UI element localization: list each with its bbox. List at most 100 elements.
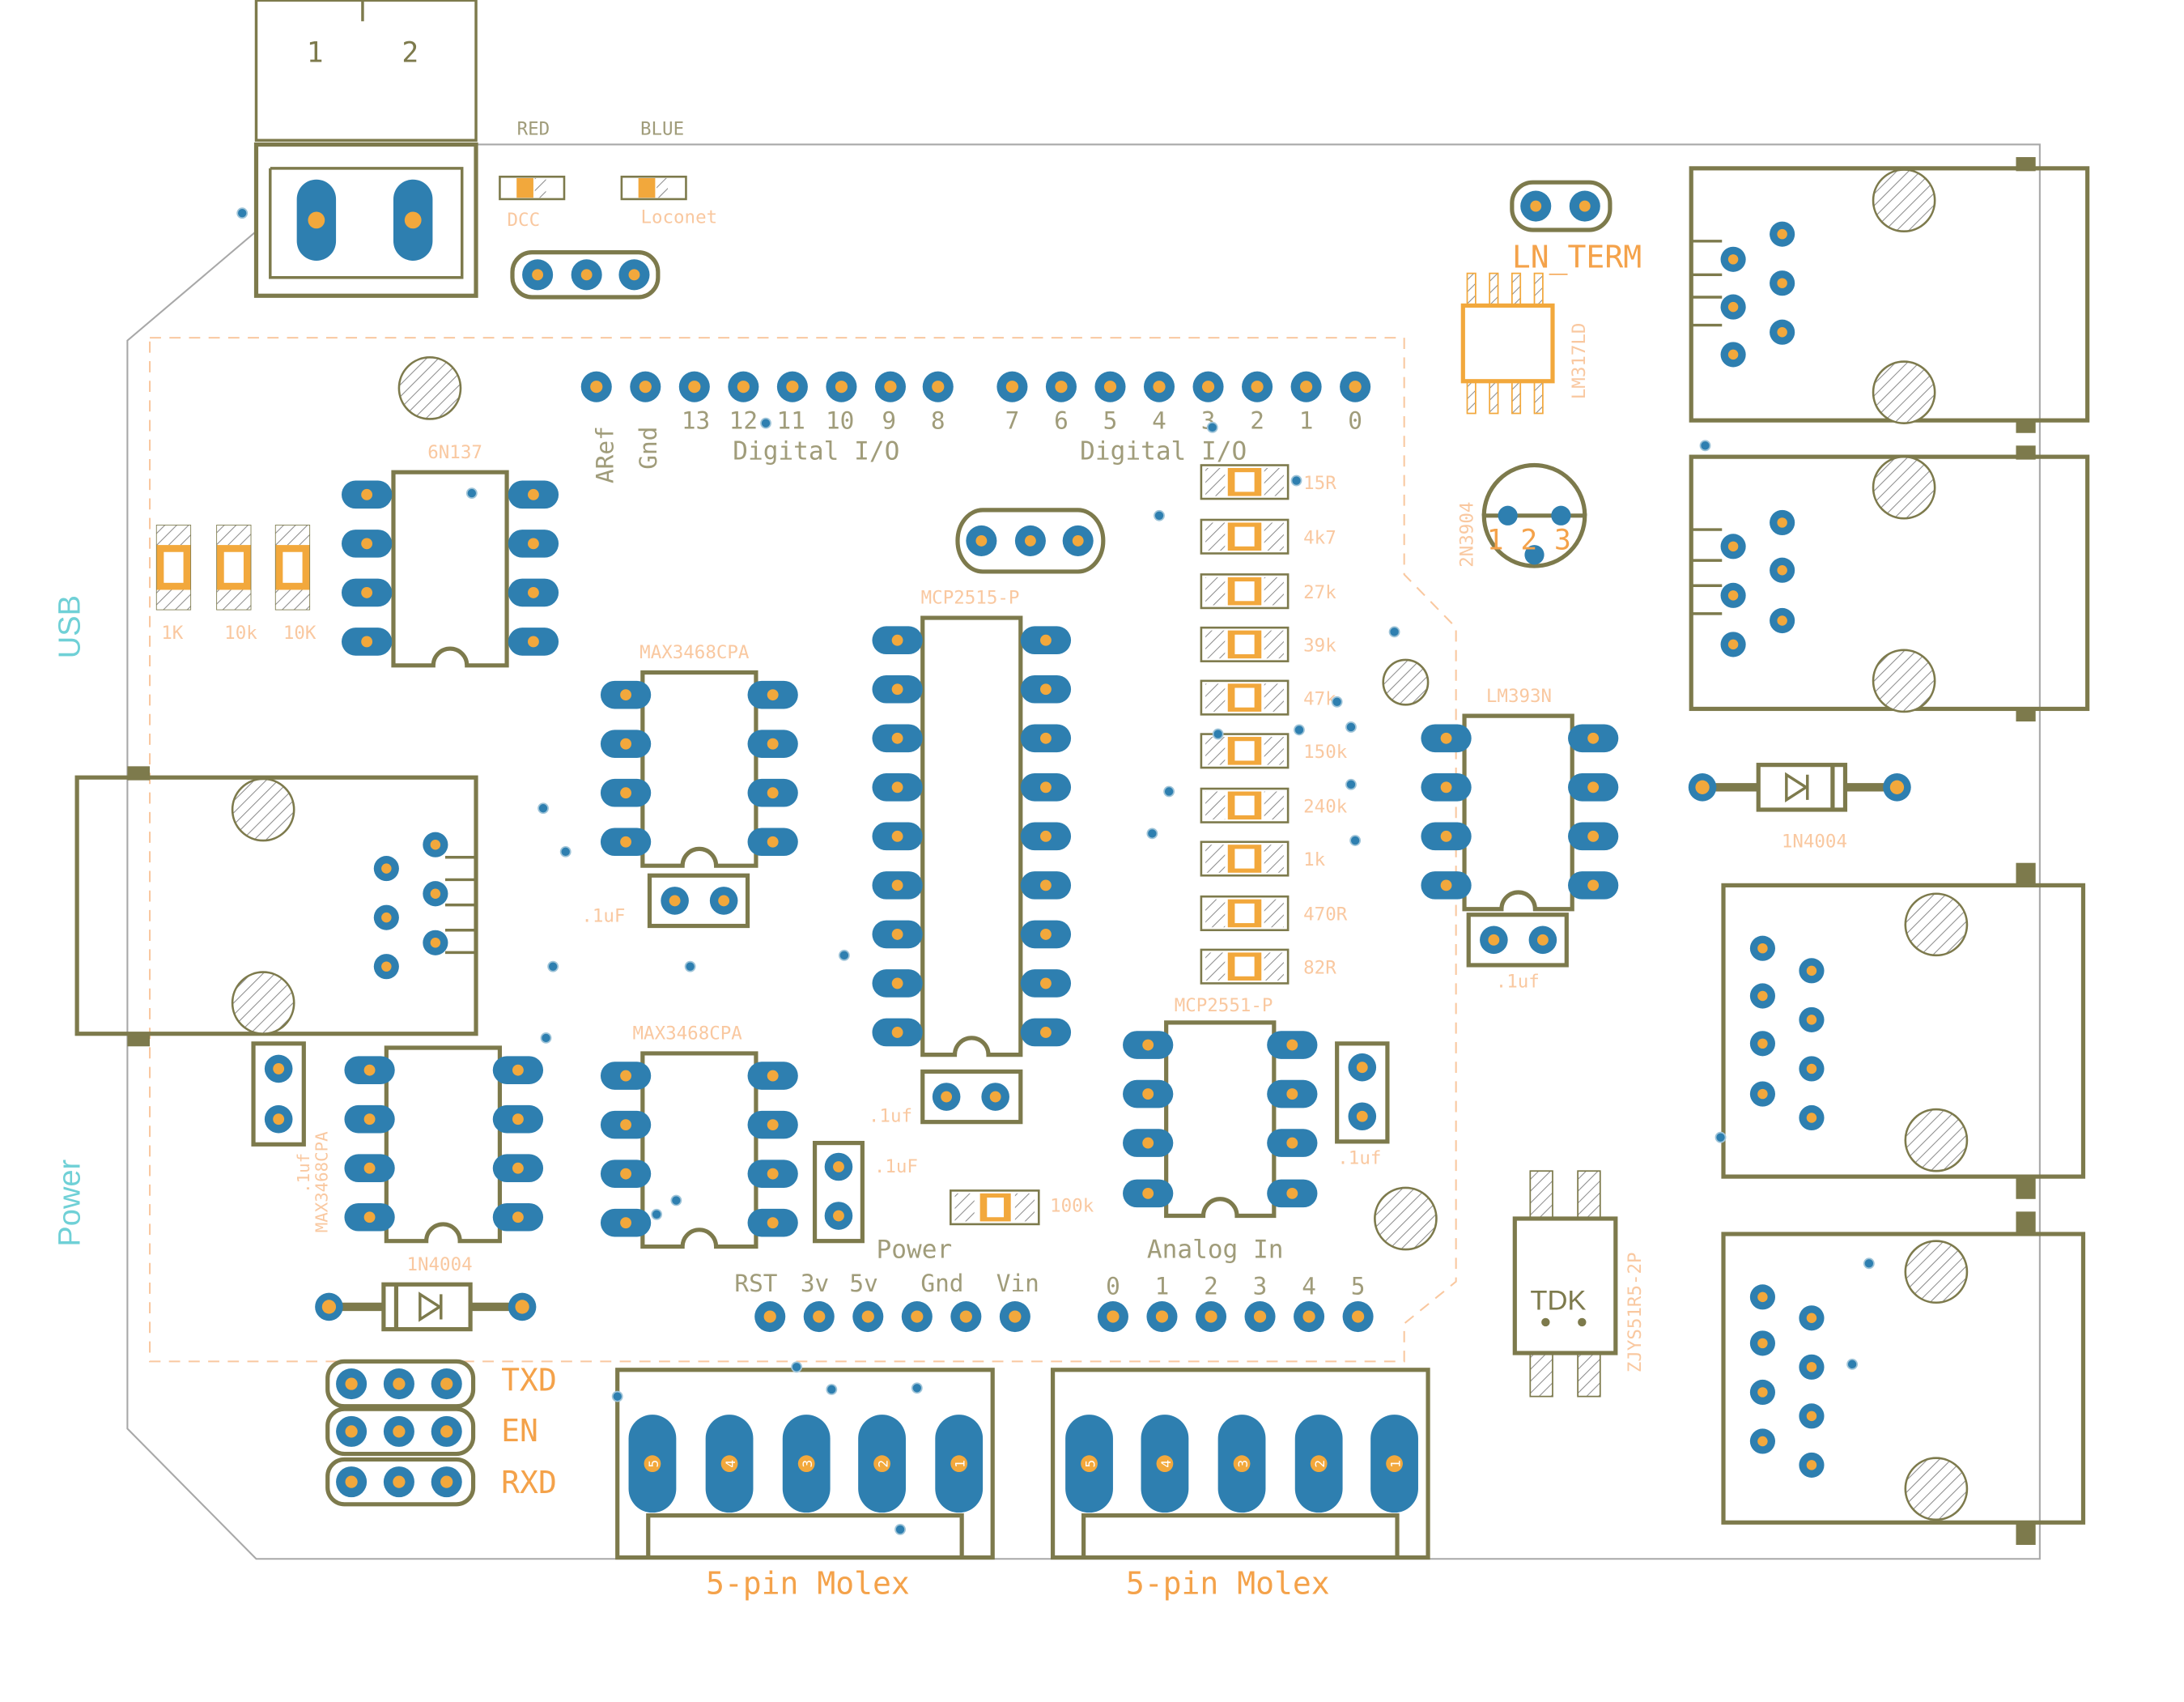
ic-pad bbox=[508, 530, 559, 558]
ic-pad bbox=[1123, 1179, 1174, 1208]
via bbox=[1388, 626, 1400, 638]
jack-pad bbox=[1749, 1379, 1775, 1406]
ic-pad bbox=[1020, 724, 1072, 753]
ic-pad bbox=[344, 1056, 395, 1084]
jack-pad bbox=[1799, 1305, 1825, 1331]
rj-jacks bbox=[74, 157, 2090, 1545]
board-outline bbox=[126, 143, 2041, 1560]
molex-pin-pad: 2 bbox=[1294, 1415, 1343, 1513]
capacitor-pad bbox=[264, 1054, 293, 1083]
jack-hole bbox=[231, 777, 295, 842]
ic-pad bbox=[600, 1159, 652, 1188]
rj-jack-right-2 bbox=[1689, 445, 2090, 722]
jack-hole bbox=[1872, 455, 1936, 520]
power-pin-gnd: Gnd bbox=[920, 1270, 963, 1297]
ic-max3468-top bbox=[600, 670, 798, 868]
header-pin-pad bbox=[336, 1466, 368, 1498]
ic-pad bbox=[600, 730, 652, 758]
led-red-label: RED bbox=[517, 118, 550, 139]
jack-pad bbox=[1770, 319, 1795, 345]
ic-pad bbox=[1020, 626, 1072, 655]
terminal-pin-2: 2 bbox=[402, 36, 419, 69]
led-dcc bbox=[499, 175, 566, 201]
ic-pad bbox=[508, 480, 559, 509]
analog-pin-pad bbox=[1244, 1301, 1276, 1333]
power-pin-pad bbox=[852, 1301, 884, 1333]
digital-pin-pad bbox=[1192, 371, 1224, 402]
analog-pin-3: 3 bbox=[1253, 1272, 1268, 1300]
digital-pin-pad bbox=[1242, 371, 1273, 402]
pin-label-9: 9 bbox=[882, 407, 896, 435]
molex-pin-number: 3 bbox=[801, 1460, 815, 1468]
jack-pad bbox=[423, 930, 448, 955]
led-loconet bbox=[620, 175, 687, 201]
resistor-bank-part bbox=[1200, 733, 1290, 769]
resistor-bank-part bbox=[1200, 948, 1290, 985]
ln-term-jumper bbox=[1510, 180, 1613, 232]
mcp2551-label: MCP2551-P bbox=[1175, 995, 1273, 1016]
jack-pad bbox=[1799, 1354, 1825, 1380]
led-dcc-name: DCC bbox=[508, 210, 541, 231]
ic-pad bbox=[1020, 871, 1072, 900]
capacitor-pad bbox=[824, 1152, 853, 1181]
ic-pad bbox=[1267, 1179, 1318, 1208]
mounting-holes bbox=[397, 356, 1438, 1251]
resistor-value-label: 4k7 bbox=[1303, 527, 1336, 548]
via bbox=[826, 1384, 838, 1395]
ic-pad bbox=[1020, 920, 1072, 949]
left-resistors bbox=[155, 525, 311, 611]
led-loconet-name: Loconet bbox=[640, 206, 717, 228]
terminal-pin-1: 1 bbox=[307, 36, 324, 69]
jack-pad bbox=[1749, 1330, 1775, 1356]
via bbox=[1154, 509, 1165, 521]
pin-label-gnd: Gnd bbox=[635, 427, 662, 470]
via bbox=[911, 1382, 923, 1394]
molex-pin-number: 4 bbox=[724, 1460, 738, 1468]
analog-pin-1: 1 bbox=[1155, 1272, 1170, 1300]
jack-pad bbox=[1770, 509, 1795, 536]
ic-pad bbox=[1123, 1129, 1174, 1157]
ic-pad bbox=[872, 674, 923, 704]
pin-label-7: 7 bbox=[1005, 407, 1020, 435]
ic-pad bbox=[747, 1110, 798, 1139]
digital-pin-pad bbox=[630, 371, 661, 402]
cap-label-lm393: .1uf bbox=[1496, 972, 1540, 993]
resistor-bank-part bbox=[1200, 518, 1290, 555]
ic-max3468-left bbox=[344, 1045, 544, 1244]
molex-pin-pad: 1 bbox=[1370, 1415, 1418, 1513]
resistor-bank-part bbox=[1200, 895, 1290, 932]
digital-io-label-right: Digital I/O bbox=[1080, 437, 1247, 466]
pin-label-12: 12 bbox=[729, 407, 758, 435]
ic-pad bbox=[872, 920, 923, 949]
tdk-choke bbox=[1512, 1170, 1618, 1398]
capacitors bbox=[251, 873, 1569, 1244]
capacitor-pad bbox=[709, 887, 738, 915]
via bbox=[684, 960, 696, 972]
max-left-label: MAX3468CPA bbox=[312, 1131, 332, 1232]
ic-pad bbox=[872, 969, 923, 998]
via bbox=[1206, 421, 1218, 433]
digital-pin-pad bbox=[826, 371, 857, 402]
resistor bbox=[274, 525, 311, 611]
resistor-value-label: 39k bbox=[1303, 636, 1336, 657]
molex-pin-number: 2 bbox=[876, 1460, 890, 1468]
en-label: EN bbox=[501, 1413, 538, 1449]
via bbox=[540, 1032, 552, 1044]
ic-pad bbox=[492, 1056, 544, 1084]
molex-pin-number: 3 bbox=[1236, 1460, 1251, 1468]
via bbox=[547, 960, 559, 972]
resistor-value-label: 150k bbox=[1303, 742, 1348, 763]
terminal-block: 1 2 bbox=[253, 0, 478, 298]
diode-left-label: 1N4004 bbox=[406, 1254, 472, 1275]
resistor-bank-part bbox=[1200, 626, 1290, 662]
molex-pin-pad: 2 bbox=[858, 1415, 906, 1513]
ic-pad bbox=[492, 1104, 544, 1134]
ic-pad bbox=[1123, 1079, 1174, 1108]
digital-pin-pad bbox=[1143, 371, 1175, 402]
ic-pad bbox=[600, 1110, 652, 1139]
digital-pin-pad bbox=[874, 371, 906, 402]
pin-label-6: 6 bbox=[1054, 407, 1069, 435]
header-pin-pad bbox=[431, 1466, 462, 1498]
